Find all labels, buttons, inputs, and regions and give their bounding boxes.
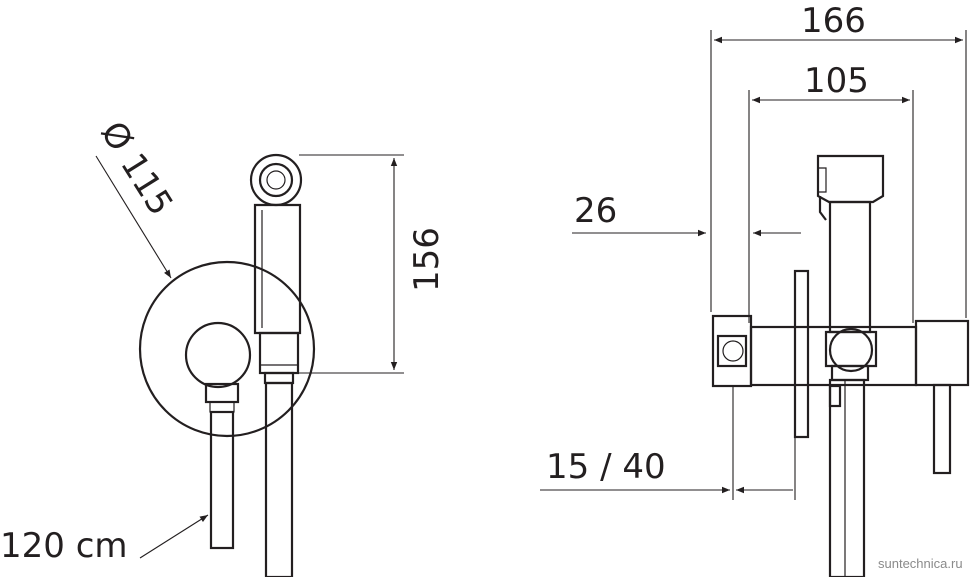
main-body xyxy=(749,325,918,387)
shower-holder xyxy=(258,331,300,375)
shower-head-side xyxy=(816,154,885,204)
hose-length-leader xyxy=(139,514,209,559)
hose-long xyxy=(264,381,294,577)
height-label: 156 xyxy=(407,227,447,292)
shower-body xyxy=(253,203,302,335)
diameter-leader xyxy=(95,155,172,279)
hose-short xyxy=(209,410,235,550)
hose-length-label: 120 cm xyxy=(0,526,128,566)
depth-label: 26 xyxy=(574,191,617,231)
width-body-label: 105 xyxy=(804,61,869,101)
lever-knob xyxy=(184,321,252,389)
diameter-label: Ø 115 xyxy=(92,115,180,223)
wall-plate-side xyxy=(793,269,810,439)
side-view: 166 105 26 15 / 40 xyxy=(540,1,970,577)
lever-side xyxy=(914,319,970,387)
width-total-label: 166 xyxy=(801,1,866,41)
watermark: suntechnica.ru xyxy=(878,556,963,571)
front-view: Ø 115 156 120 cm xyxy=(0,115,447,577)
shower-head-top xyxy=(249,153,303,207)
shower-handle-side xyxy=(828,200,872,334)
wall-plate xyxy=(138,260,316,438)
adjust-range-label: 15 / 40 xyxy=(546,447,666,487)
hose-side xyxy=(828,378,866,577)
